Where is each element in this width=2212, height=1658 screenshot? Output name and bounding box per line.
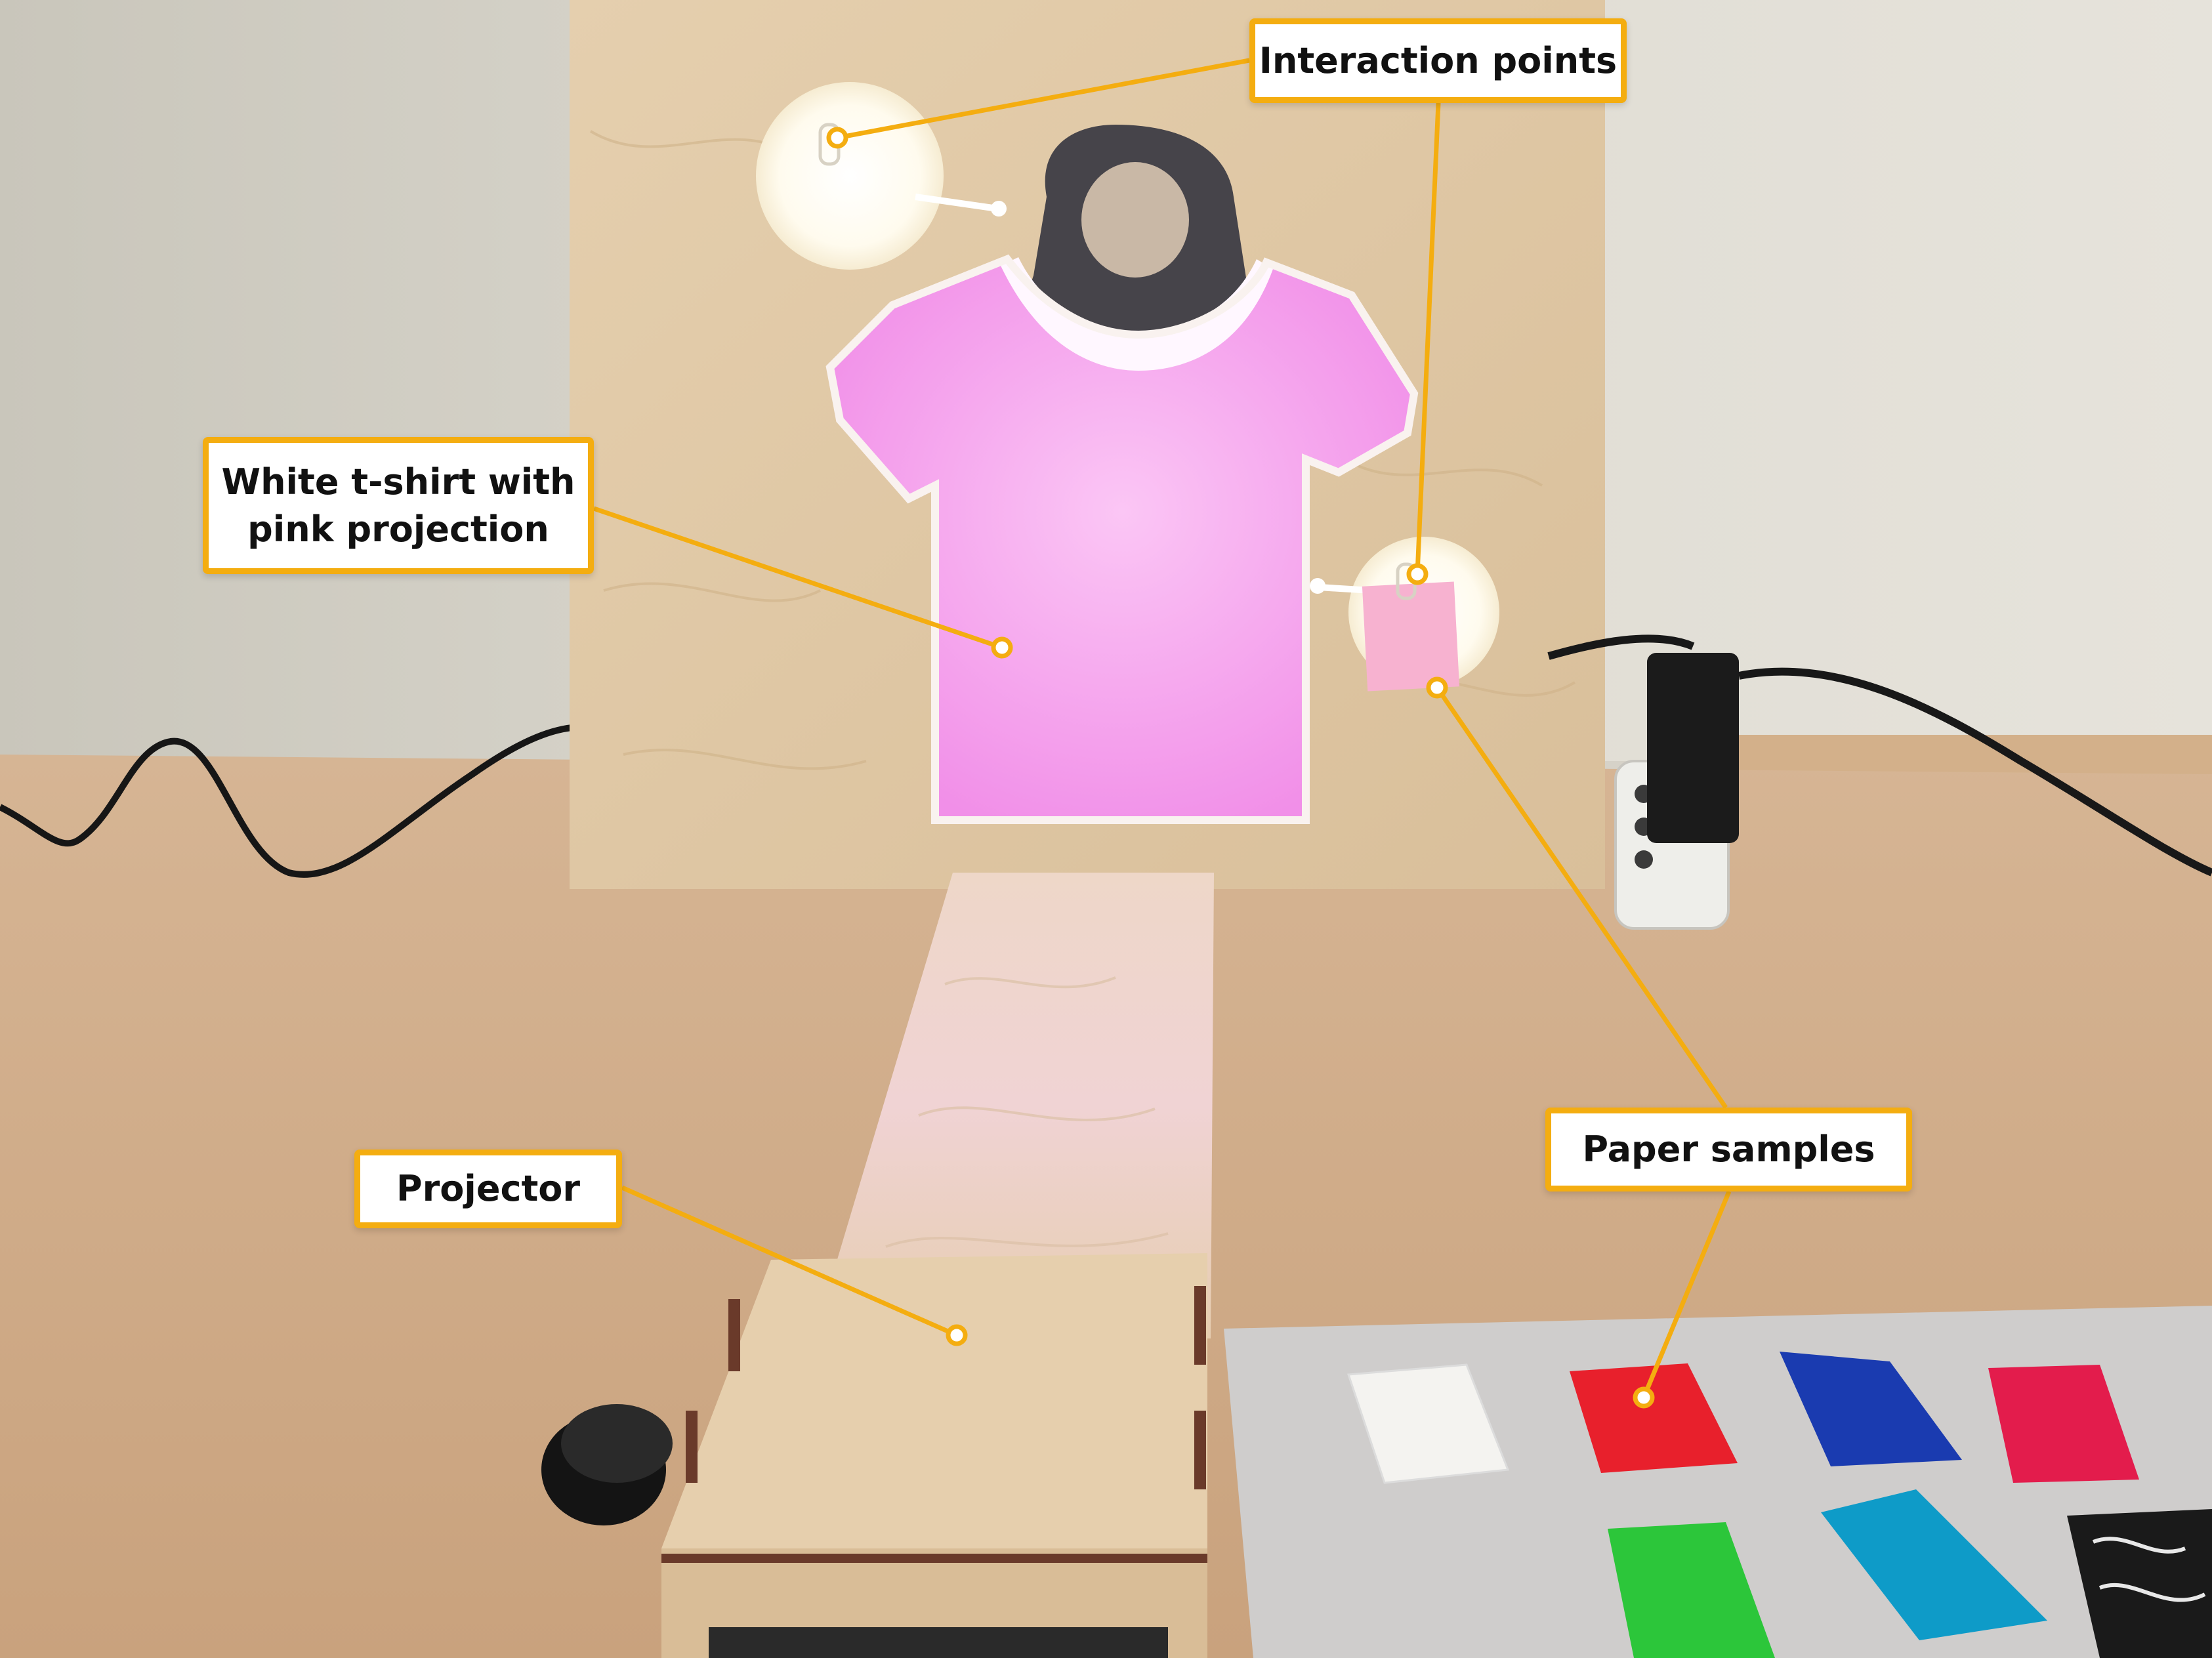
tshirt-outline [825, 254, 1419, 824]
leader-paper-hanging [1435, 686, 1728, 1109]
black-lace-swatch [2067, 1509, 2212, 1658]
lace-pattern [2092, 1537, 2206, 1602]
label-projector: Projector [354, 1150, 622, 1228]
left-cable [0, 723, 645, 878]
black-cylinder-top [561, 1404, 673, 1483]
label-tshirt-text: White t-shirt with pink projection [222, 459, 575, 553]
hanging-paper-sample [1362, 581, 1460, 692]
red-swatch [1570, 1363, 1738, 1473]
leader-projector [621, 1185, 958, 1338]
leader-interaction-top [837, 58, 1250, 140]
white-swatch [1346, 1363, 1510, 1484]
leader-tshirt [593, 506, 1003, 650]
crimson-swatch [1988, 1365, 2139, 1483]
label-interaction-points-text: Interaction points [1259, 39, 1617, 81]
label-paper-samples-text: Paper samples [1582, 1129, 1875, 1170]
socket-hole [1635, 850, 1653, 869]
label-interaction-points: Interaction points [1249, 18, 1627, 103]
projector-box-top [661, 1253, 1207, 1548]
teal-swatch [1821, 1489, 2047, 1640]
target-dot-paper-hanging [1426, 676, 1448, 699]
target-dot-interaction-right [1406, 563, 1429, 585]
label-paper-samples: Paper samples [1545, 1108, 1912, 1192]
target-dot-interaction-top [826, 127, 848, 149]
projector-joint [1194, 1286, 1206, 1365]
connector-top [915, 194, 998, 212]
right-cable [1547, 634, 2212, 877]
projector-joint [686, 1411, 698, 1483]
wood-grain [589, 130, 1576, 770]
label-tshirt: White t-shirt with pink projection [203, 437, 594, 574]
annotation-lines [593, 58, 1732, 1399]
ramp-grain [885, 976, 1169, 1248]
target-dot-projector [946, 1324, 968, 1346]
projector-joint [1194, 1411, 1206, 1489]
projection-ramp [814, 873, 1214, 1338]
power-adapter [1647, 653, 1739, 843]
connector-dot-top [991, 201, 1007, 217]
projector-lens-window [709, 1627, 1168, 1658]
annotation-dots [826, 127, 1655, 1409]
interaction-point-top [756, 82, 944, 270]
target-dot-tshirt [991, 636, 1013, 659]
blue-swatch [1780, 1352, 1962, 1466]
green-swatch [1608, 1522, 1775, 1658]
hanger-hole [1081, 162, 1189, 278]
target-dot-paper-swatches [1633, 1386, 1655, 1409]
label-projector-text: Projector [396, 1168, 580, 1209]
leader-interaction-right [1415, 102, 1441, 575]
label-tshirt-line2: pink projection [247, 508, 549, 550]
leader-paper-swatches [1641, 1190, 1732, 1399]
label-tshirt-line1: White t-shirt with [221, 461, 575, 503]
tshirt [830, 259, 1414, 820]
tshirt-collar [1001, 257, 1273, 371]
connector-dot-right [1310, 578, 1325, 594]
projector-joint [728, 1299, 740, 1371]
